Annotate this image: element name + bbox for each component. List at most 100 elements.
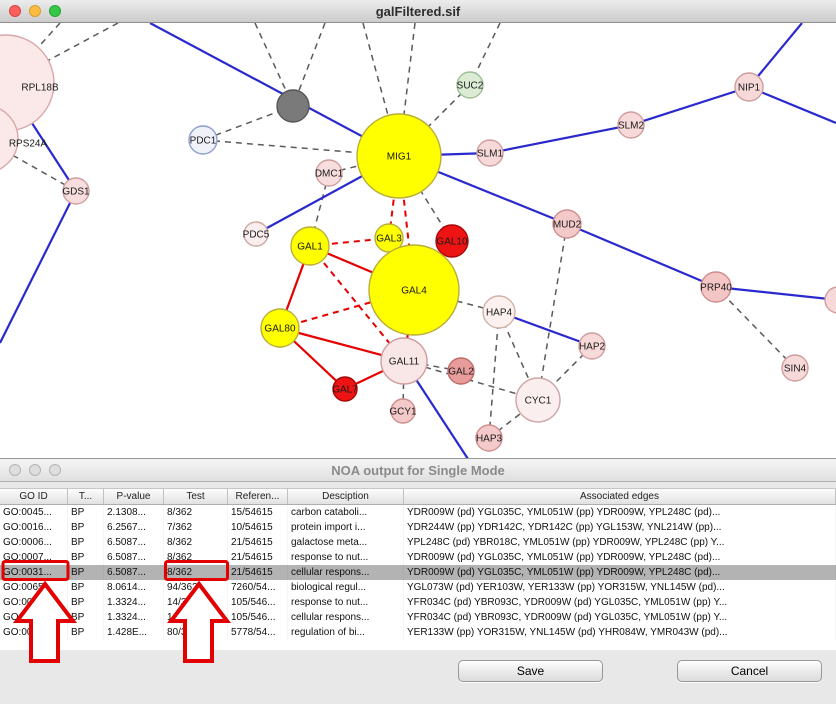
table-cell: 6.5087... [104, 550, 164, 565]
column-header-go-id[interactable]: GO ID [0, 489, 68, 504]
save-button[interactable]: Save [458, 660, 603, 682]
edge[interactable] [292, 23, 326, 107]
table-cell: GO:0007... [0, 595, 68, 610]
node-gal1[interactable] [290, 226, 330, 266]
node-rps24a[interactable] [0, 105, 19, 173]
edge[interactable] [0, 139, 77, 192]
close-button[interactable] [9, 5, 21, 17]
table-cell: 8/362 [164, 565, 228, 580]
table-cell: BP [68, 550, 104, 565]
edge[interactable] [254, 23, 294, 107]
table-cell: BP [68, 535, 104, 550]
edge[interactable] [149, 23, 400, 157]
table-cell: 105/546... [228, 610, 288, 625]
node-gal7[interactable] [332, 376, 358, 402]
column-header-t[interactable]: T... [68, 489, 104, 504]
table-cell: 1.3324... [104, 610, 164, 625]
table-cell: YGL073W (pd) YER103W, YER133W (pp) YOR31… [404, 580, 836, 595]
network-canvas[interactable]: RPL18BRPS24AGDS1PDC1DMC1MIG1SUC2SLM1SLM2… [0, 23, 836, 459]
node-label: GAL4 [401, 286, 427, 297]
node-hap4[interactable] [482, 295, 516, 329]
table-cell: 15/54615 [228, 505, 288, 520]
node-nip1[interactable] [734, 72, 764, 102]
column-header-test[interactable]: Test [164, 489, 228, 504]
edge[interactable] [488, 311, 500, 439]
edge[interactable] [630, 85, 750, 127]
node-label: GCY1 [389, 407, 417, 418]
noa-minimize-button[interactable] [29, 464, 41, 476]
node-slm2[interactable] [617, 111, 645, 139]
edge[interactable] [402, 360, 405, 412]
node-label: HAP4 [486, 308, 513, 319]
table-cell: 105/546... [228, 595, 288, 610]
node-gal80[interactable] [260, 308, 300, 348]
network-titlebar[interactable]: galFiltered.sif [0, 0, 836, 23]
edge[interactable] [537, 223, 568, 401]
table-cell: GO:0007... [0, 550, 68, 565]
node-edge1[interactable] [824, 286, 836, 314]
node-dmc1[interactable] [315, 159, 343, 187]
table-cell: YDR009W (pd) YGL035C, YML051W (pp) YDR00… [404, 550, 836, 565]
edge[interactable] [715, 285, 836, 301]
column-header-p-value[interactable]: P-value [104, 489, 164, 504]
node-mud2[interactable] [552, 209, 582, 239]
cancel-button[interactable]: Cancel [677, 660, 822, 682]
table-cell: 8.0614... [104, 580, 164, 595]
node-hap2[interactable] [578, 332, 606, 360]
edge[interactable] [279, 289, 415, 329]
table-cell: 80/362 [164, 625, 228, 640]
zoom-button[interactable] [49, 5, 61, 17]
column-header-desciption[interactable]: Desciption [288, 489, 404, 504]
table-cell: 8/362 [164, 550, 228, 565]
node-suc2[interactable] [456, 71, 484, 99]
edge[interactable] [566, 222, 717, 289]
edge[interactable] [715, 286, 796, 369]
column-header-referen[interactable]: Referen... [228, 489, 288, 504]
edge[interactable] [489, 123, 632, 155]
node-gds1[interactable] [62, 177, 90, 205]
node-pdc1[interactable] [188, 125, 218, 155]
edge[interactable] [398, 84, 471, 157]
node-sin4[interactable] [781, 354, 809, 382]
node-gal11[interactable] [380, 337, 428, 385]
table-cell: 8/362 [164, 535, 228, 550]
node-pdc5[interactable] [243, 221, 269, 247]
noa-zoom-button[interactable] [49, 464, 61, 476]
table-cell: response to nut... [288, 595, 404, 610]
noa-close-button[interactable] [9, 464, 21, 476]
node-gal4[interactable] [368, 244, 460, 336]
node-gcy1[interactable] [390, 398, 416, 424]
table-cell: cellular respons... [288, 610, 404, 625]
node-label: SIN4 [784, 364, 807, 375]
noa-titlebar[interactable]: NOA output for Single Mode [0, 459, 836, 482]
edge[interactable] [309, 245, 405, 362]
minimize-button[interactable] [29, 5, 41, 17]
node-label: SUC2 [457, 81, 484, 92]
edge[interactable] [0, 190, 77, 344]
node-mig1[interactable] [356, 113, 442, 199]
node-label: GAL10 [436, 237, 468, 248]
edge[interactable] [748, 85, 836, 125]
node-prp40[interactable] [700, 271, 732, 303]
node-hap3[interactable] [475, 424, 503, 452]
node-gal10[interactable] [435, 224, 469, 258]
table-cell: YFR034C (pd) YBR093C, YDR009W (pd) YGL03… [404, 610, 836, 625]
node-gal2[interactable] [447, 357, 475, 385]
column-header-associated-edges[interactable]: Associated edges [404, 489, 836, 504]
node-slm1[interactable] [476, 139, 504, 167]
noa-window-controls [9, 464, 61, 476]
node-gray1[interactable] [276, 89, 310, 123]
node-cyc1[interactable] [515, 377, 561, 423]
table-cell: BP [68, 520, 104, 535]
